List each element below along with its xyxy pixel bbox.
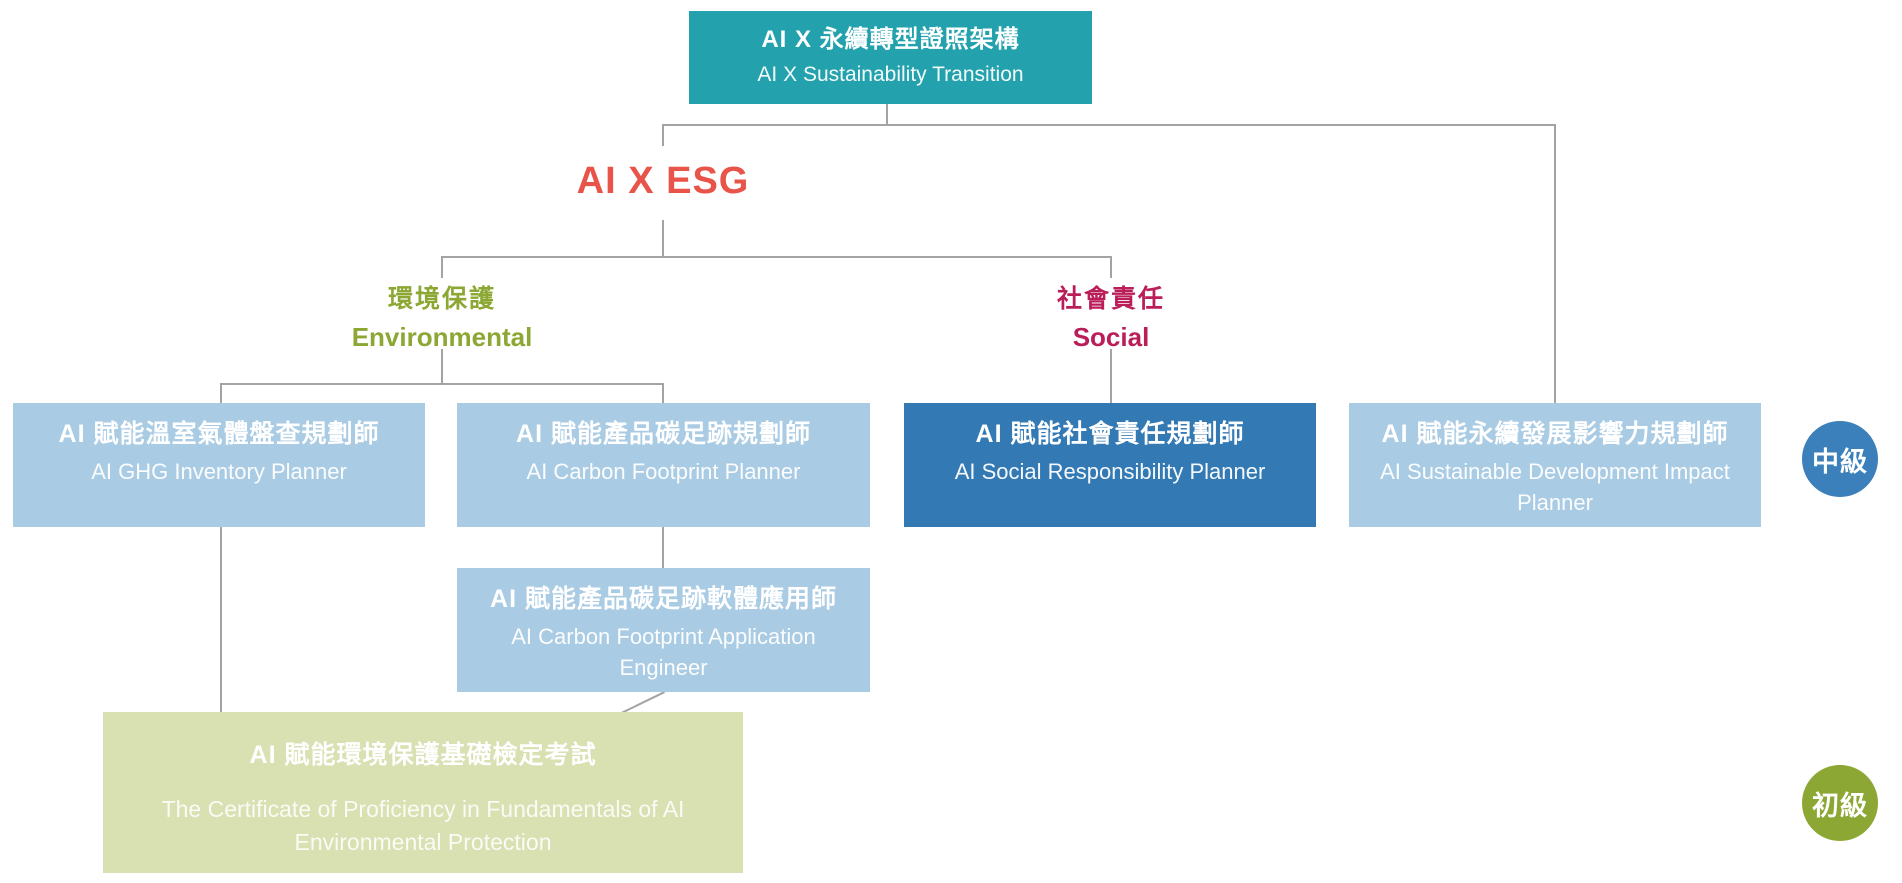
branch-social: 社會責任 Social [951,279,1271,353]
card-foundation-exam: AI 賦能環境保護基礎檢定考試 The Certificate of Profi… [103,712,743,873]
card-impact-title-en: AI Sustainable Development Impact Planne… [1380,459,1730,516]
card-carbon-footprint-planner: AI 賦能產品碳足跡規劃師 AI Carbon Footprint Planne… [457,403,870,527]
connector-social-drop [1110,256,1112,278]
level-badge-intermediate: 中級 [1802,421,1878,497]
card-carbon-app-engineer: AI 賦能產品碳足跡軟體應用師 AI Carbon Footprint Appl… [457,568,870,692]
card-foundation-title-zh: AI 賦能環境保護基礎檢定考試 [249,741,597,769]
card-carbon-title-en: AI Carbon Footprint Planner [526,459,801,485]
card-app-title-en: AI Carbon Footprint Application Engineer [511,624,816,681]
connector-carbon-to-app [662,527,664,568]
card-app-title-zh: AI 賦能產品碳足跡軟體應用師 [490,585,837,613]
connector-esg-top [662,124,664,146]
branch-environmental-zh: 環境保護 [387,285,496,313]
card-ghg-inventory-planner: AI 賦能溫室氣體盤查規劃師 AI GHG Inventory Planner [13,403,425,527]
connector-ghg-top [220,383,222,403]
card-ghg-title-en: AI GHG Inventory Planner [91,459,347,485]
card-carbon-title-zh: AI 賦能產品碳足跡規劃師 [516,420,811,448]
connector-top-horizontal [662,124,1556,126]
root-title-en: AI X Sustainability Transition [757,63,1024,86]
connector-env-drop [441,256,443,278]
branch-environmental: 環境保護 Environmental [282,279,602,353]
connector-root-drop [886,104,888,125]
level-badge-beginner: 初級 [1802,765,1878,841]
connector-ghg-to-foundation [220,527,222,712]
card-impact-title-zh: AI 賦能永續發展影響力規劃師 [1381,420,1729,448]
card-social-responsibility-planner: AI 賦能社會責任規劃師 AI Social Responsibility Pl… [904,403,1316,527]
connector-carbon-top [662,383,664,403]
esg-heading: AI X ESG [576,160,750,202]
connector-social-to-card [1110,349,1112,403]
connector-env-horizontal [220,383,663,385]
card-foundation-title-en: The Certificate of Proficiency in Fundam… [161,796,685,855]
root-title-zh: AI X 永續轉型證照架構 [761,26,1020,53]
connector-env-below [441,349,443,385]
connector-esg-bottom [662,220,664,258]
branch-environmental-en: Environmental [351,322,533,352]
branch-social-en: Social [1072,322,1150,352]
root-node: AI X 永續轉型證照架構 AI X Sustainability Transi… [689,11,1092,104]
card-social-title-en: AI Social Responsibility Planner [954,459,1266,485]
card-sustainable-impact-planner: AI 賦能永續發展影響力規劃師 AI Sustainable Developme… [1349,403,1761,527]
connector-branch-horizontal [441,256,1112,258]
branch-social-zh: 社會責任 [1056,285,1165,313]
card-social-title-zh: AI 賦能社會責任規劃師 [975,420,1245,448]
card-ghg-title-zh: AI 賦能溫室氣體盤查規劃師 [58,420,380,448]
connector-impact-branch [1554,124,1556,403]
